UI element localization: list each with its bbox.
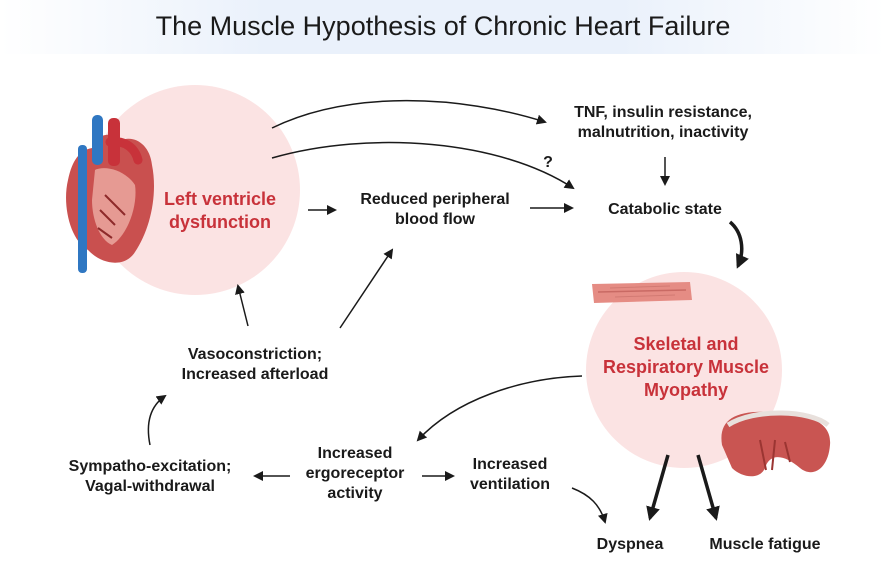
vaso-label: Vasoconstriction; Increased afterload xyxy=(160,345,350,385)
muscle-fiber-icon xyxy=(592,282,692,303)
arrow-vaso-to-flow xyxy=(339,248,394,329)
ventilation-line1: Increased xyxy=(472,456,548,473)
lv-line1: Left ventricle xyxy=(163,189,277,209)
reduced-flow-label: Reduced peripheral blood flow xyxy=(340,190,530,230)
question-mark: ? xyxy=(543,154,553,171)
tnf-line1: TNF, insulin resistance, xyxy=(574,104,752,121)
myopathy-line2: Respiratory Muscle xyxy=(602,357,770,377)
heart-icon xyxy=(66,115,155,273)
arrows xyxy=(147,99,670,524)
arrow-myopathy-to-dyspnea xyxy=(646,454,670,521)
sympatho-label: Sympatho-excitation; Vagal-withdrawal xyxy=(55,457,245,497)
tnf-label: TNF, insulin resistance, malnutrition, i… xyxy=(548,103,778,143)
reduced-flow-line1: Reduced peripheral xyxy=(360,191,510,208)
arrow-heart-to-catabolic xyxy=(271,141,575,190)
catabolic-label: Catabolic state xyxy=(608,201,722,218)
arrow-sympatho-to-vaso xyxy=(147,394,167,446)
arrow-ventilation-to-dyspnea xyxy=(571,487,608,524)
arrow-myopathy-to-fatigue xyxy=(696,454,720,521)
dyspnea-label: Dyspnea xyxy=(596,536,664,553)
fatigue-label: Muscle fatigue xyxy=(709,536,821,553)
ventilation-label: Increased ventilation xyxy=(455,455,565,495)
lv-line2: dysfunction xyxy=(169,212,271,232)
ergo-line1: Increased xyxy=(317,445,393,462)
myopathy-label: Skeletal and Respiratory Muscle Myopathy xyxy=(596,333,776,402)
ventilation-line2: ventilation xyxy=(469,476,550,493)
tnf-line2: malnutrition, inactivity xyxy=(577,124,749,141)
page-title: The Muscle Hypothesis of Chronic Heart F… xyxy=(155,11,731,41)
arrow-heart-to-tnf xyxy=(271,99,547,129)
vaso-line1: Vasoconstriction; xyxy=(187,346,323,363)
title-band xyxy=(0,0,886,54)
thick-arrows xyxy=(646,220,749,521)
sympatho-line2: Vagal-withdrawal xyxy=(85,478,215,495)
reduced-flow-line2: blood flow xyxy=(395,211,475,228)
myopathy-line3: Myopathy xyxy=(643,380,728,400)
diaphragm-icon xyxy=(721,410,831,477)
myopathy-line1: Skeletal and xyxy=(633,334,739,354)
sympatho-line1: Sympatho-excitation; xyxy=(68,458,232,475)
arrow-myopathy-to-ergo xyxy=(416,375,583,442)
ergo-label: Increased ergoreceptor activity xyxy=(288,444,422,504)
ergo-line2: ergoreceptor xyxy=(305,465,405,482)
vaso-line2: Increased afterload xyxy=(181,366,329,383)
ergo-line3: activity xyxy=(327,485,383,502)
arrow-catabolic-to-myopathy xyxy=(728,220,749,269)
arrow-vaso-to-lv xyxy=(235,284,249,327)
lv-dysfunction-label: Left ventricle dysfunction xyxy=(150,188,290,234)
